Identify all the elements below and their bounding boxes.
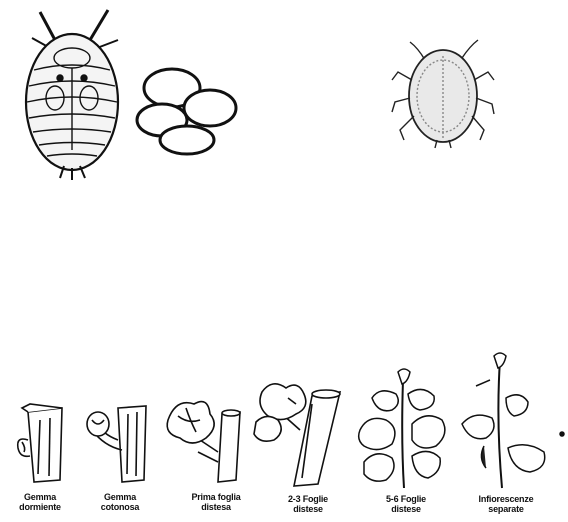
- stage-drawing-gemma-dormiente: [18, 404, 62, 482]
- stage-label-line1: Gemma: [0, 492, 80, 502]
- stage-label-infiorescenze: Infiorescenze separate: [466, 494, 546, 514]
- stage-label-prima-foglia-distesa: Prima foglia distesa: [176, 492, 256, 512]
- stage-drawing-foglie-5-6: [359, 369, 445, 488]
- stage-label-line2: cotonosa: [80, 502, 160, 512]
- stage-label-line1: 5-6 Foglie: [366, 494, 446, 504]
- stage-drawing-prima-foglia-distesa: [167, 402, 240, 482]
- stage-label-line2: distese: [268, 504, 348, 514]
- stage-label-line1: Prima foglia: [176, 492, 256, 502]
- stage-drawing-infiorescenze: [462, 353, 564, 488]
- stage-label-line2: distesa: [176, 502, 256, 512]
- stage-drawing-gemma-cotonosa: [87, 406, 146, 482]
- stage-label-gemma-cotonosa: Gemma cotonosa: [80, 492, 160, 512]
- stage-label-line1: 2-3 Foglie: [268, 494, 348, 504]
- nymph-insect-drawing: [392, 40, 494, 148]
- egg-cluster-drawing: [137, 69, 236, 154]
- stage-label-gemma-dormiente: Gemma dormiente: [0, 492, 80, 512]
- stage-drawing-foglie-2-3: [254, 384, 340, 486]
- stage-label-line1: Infiorescenze: [466, 494, 546, 504]
- stage-label-foglie-2-3: 2-3 Foglie distese: [268, 494, 348, 514]
- stage-label-foglie-5-6: 5-6 Foglie distese: [366, 494, 446, 514]
- stage-label-line2: distese: [366, 504, 446, 514]
- stage-label-line2: separate: [466, 504, 546, 514]
- stage-label-line2: dormiente: [0, 502, 80, 512]
- stage-label-line1: Gemma: [80, 492, 160, 502]
- adult-insect-drawing: [26, 10, 118, 180]
